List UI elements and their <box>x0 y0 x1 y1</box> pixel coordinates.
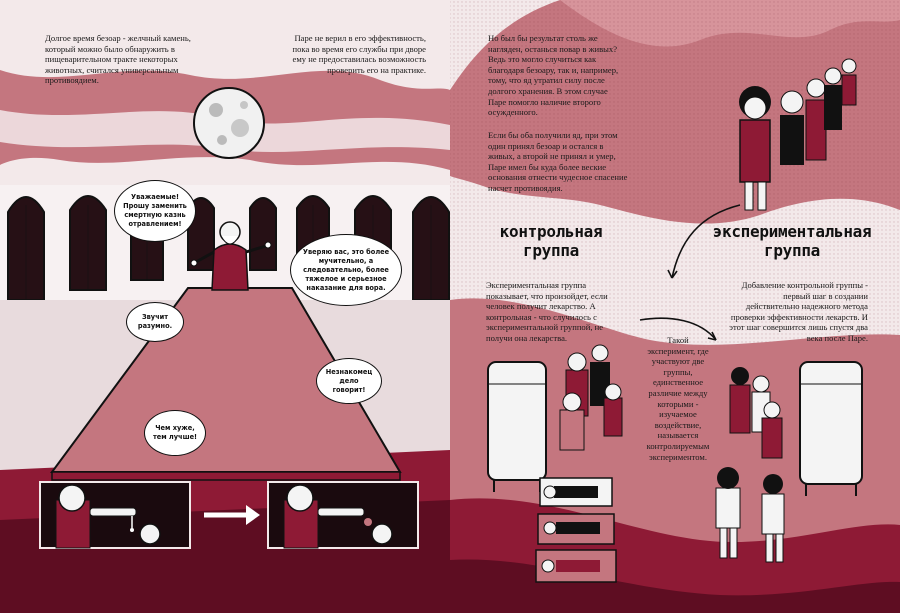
speech-bubble-reasonable: Звучит разумно. <box>126 302 184 342</box>
caption-controlled-experiment: Такой эксперимент, где участвуют две гру… <box>646 335 710 462</box>
caption-intro: Долгое время безоар - желчный камень, ко… <box>45 33 191 86</box>
bed-left <box>487 361 547 492</box>
speech-bubble-request: Уважаемые! Прошу заменить смертную казнь… <box>114 180 196 242</box>
heading-experimental-group: экспериментальная группа <box>712 222 872 260</box>
caption-control-desc: Экспериментальная группа показывает, что… <box>486 280 608 343</box>
control-group-people <box>559 344 623 451</box>
caption-pare-doubt: Паре не верил в его эффективность, пока … <box>292 33 427 75</box>
speech-bubble-assure: Уверяю вас, это более мучительно, а след… <box>290 234 402 306</box>
experimental-group-people <box>715 367 785 563</box>
branch-arrows <box>639 204 741 341</box>
panel-before <box>39 481 191 549</box>
arrow-icon <box>204 505 260 525</box>
panel-after <box>267 481 419 549</box>
lying-patients <box>535 477 617 583</box>
heading-control-group: контрольная группа <box>499 222 603 260</box>
queue-of-people <box>739 58 857 211</box>
caption-adding-control: Добавление контрольной группы - первый ш… <box>729 280 868 343</box>
pare-figure <box>190 221 272 291</box>
caption-result: Но был бы результат столь же нагляден, о… <box>488 33 619 118</box>
caption-both: Если бы оба получили яд, при этом один п… <box>488 130 628 193</box>
speech-bubble-worse: Чем хуже, тем лучше! <box>144 410 206 456</box>
speech-bubble-stranger: Незнакомец дело говорит! <box>316 358 382 404</box>
bed-right <box>799 361 863 496</box>
moon <box>193 87 265 159</box>
